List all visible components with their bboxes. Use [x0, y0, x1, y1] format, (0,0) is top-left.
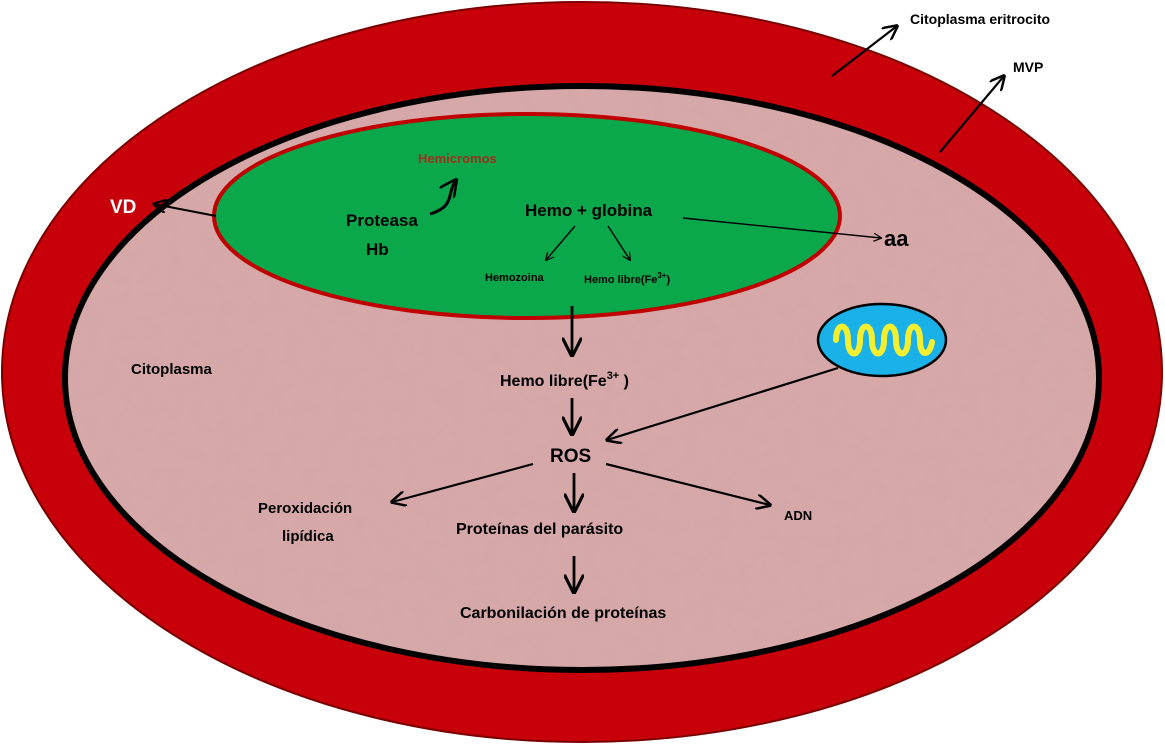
label-ros: ROS	[550, 446, 591, 467]
label-hemichromes: Hemicromos	[418, 151, 497, 166]
label-hemozoin: Hemozoina	[485, 272, 545, 284]
mitochondrion-icon	[818, 304, 946, 376]
label-cytoplasm: Citoplasma	[131, 361, 213, 378]
label-protease: Proteasa	[346, 211, 418, 230]
label-vd: VD	[110, 197, 136, 218]
label-lipid-peroxidation: Peroxidación	[258, 500, 352, 517]
label-protein-carbonylation: Carbonilación de proteínas	[460, 605, 666, 622]
label-erythrocyte-cytoplasm: Citoplasma eritrocito	[910, 11, 1050, 27]
label-hb: Hb	[366, 240, 389, 259]
label-mvp: MVP	[1013, 59, 1043, 75]
label-aa: aa	[884, 226, 909, 251]
label-dna: ADN	[784, 508, 812, 523]
label-heme-globin: Hemo + globina	[525, 201, 653, 220]
label-lipidic: lipídica	[282, 528, 334, 545]
label-parasite-proteins: Proteínas del parásito	[456, 521, 623, 538]
